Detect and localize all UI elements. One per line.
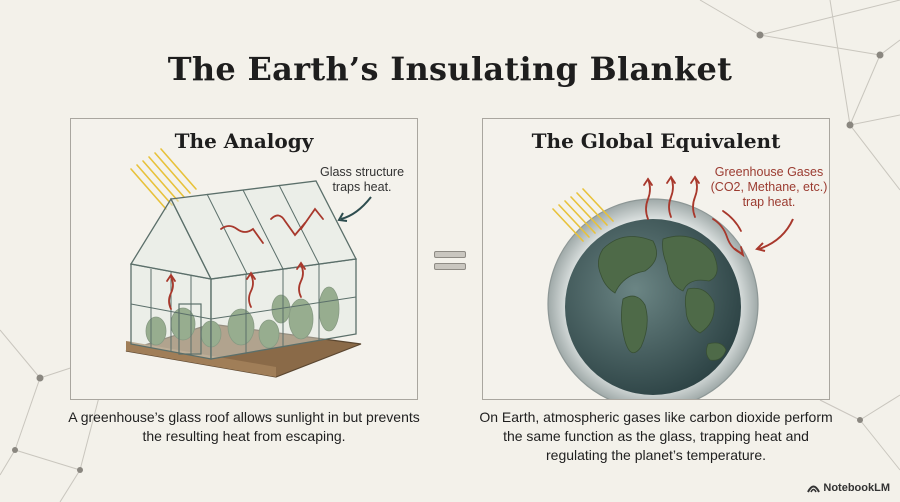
global-equivalent-title: The Global Equivalent [531, 129, 781, 153]
global-equivalent-panel: The Global Equivalent Greenhouse Gases (… [482, 118, 830, 400]
analogy-panel: The Analogy Glass structure traps heat. [70, 118, 418, 400]
earth-illustration [547, 175, 794, 399]
glass-structure-annotation: Glass structure traps heat. [319, 165, 405, 194]
notebooklm-logo-icon [807, 485, 821, 493]
greenhouse-gases-annotation: Greenhouse Gases (CO2, Methane, etc.) tr… [710, 165, 828, 209]
heat-arrow-icon [166, 207, 324, 310]
global-equivalent-caption: On Earth, atmospheric gases like carbon … [479, 409, 833, 463]
analogy-title: The Analogy [174, 129, 314, 153]
greenhouse-illustration [125, 148, 372, 378]
brand-label: NotebookLM [823, 482, 890, 494]
analogy-caption: A greenhouse’s glass roof allows sunligh… [68, 409, 420, 444]
sunlight-rays-icon [130, 148, 197, 210]
sunlight-rays-icon [552, 188, 614, 242]
branding: NotebookLM [807, 482, 890, 494]
heat-arrow-icon [643, 175, 745, 258]
page-title: The Earth’s Insulating Blanket [167, 50, 733, 88]
equals-sign-icon [432, 248, 466, 272]
